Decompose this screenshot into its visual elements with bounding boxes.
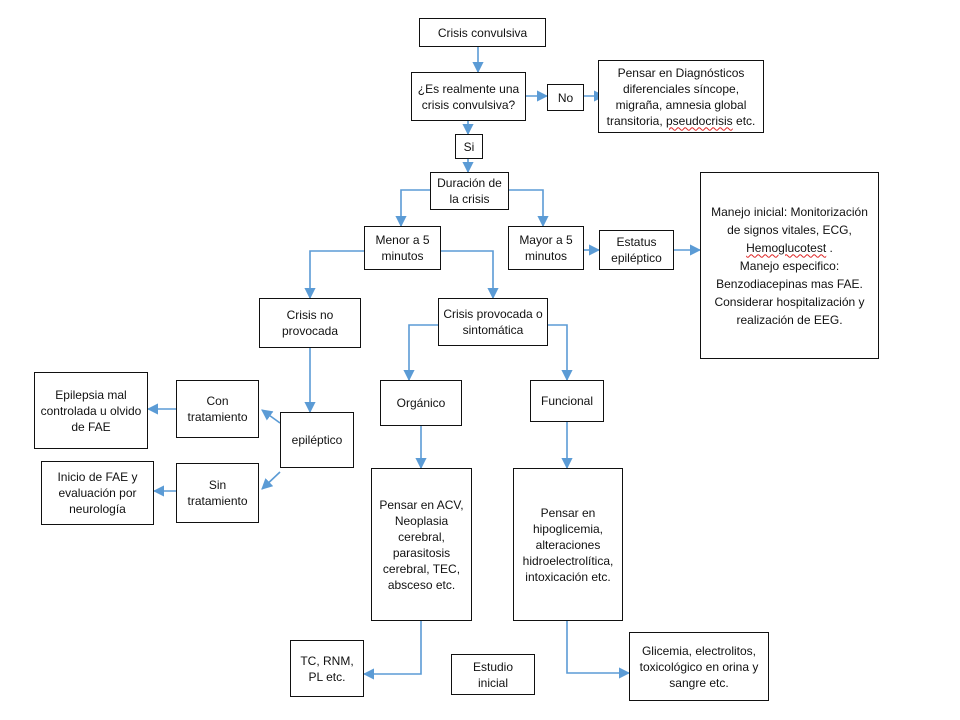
sin-tratamiento-box: Sin tratamiento bbox=[176, 463, 259, 523]
arrow-epileptico-to-sin-tratamiento bbox=[261, 471, 281, 490]
pensar-diagnosticos-box: Pensar en Diagnósticos diferenciales sín… bbox=[598, 60, 764, 133]
es-realmente-crisis-box: ¿Es realmente una crisis convulsiva? bbox=[411, 72, 526, 121]
pensar-acv-box: Pensar en ACV, Neoplasia cerebral, paras… bbox=[371, 468, 472, 621]
pensar-diagnosticos-text: Pensar en Diagnósticos diferenciales sín… bbox=[606, 65, 756, 128]
si-box: Si bbox=[455, 134, 483, 159]
estudio-inicial-box: Estudio inicial bbox=[451, 654, 535, 695]
arrow-pensar-acv-to-tc bbox=[362, 621, 422, 680]
arrow-duracion-to-menor bbox=[395, 189, 430, 228]
tc-rnm-pl-box: TC, RNM, PL etc. bbox=[290, 640, 364, 697]
organico-box: Orgánico bbox=[380, 380, 462, 426]
funcional-box: Funcional bbox=[530, 380, 604, 422]
arrow-menor-to-provocada bbox=[441, 250, 499, 300]
arrow-provocada-to-funcional bbox=[548, 324, 573, 382]
arrow-epileptico-to-con-tratamiento bbox=[261, 409, 281, 424]
arrow-duracion-to-mayor bbox=[509, 189, 549, 228]
pensar-hipoglicemia-box: Pensar en hipoglicemia, alteraciones hid… bbox=[513, 468, 623, 621]
epileptico-box: epiléptico bbox=[280, 412, 354, 468]
glicemia-electrolitos-box: Glicemia, electrolitos, toxicológico en … bbox=[629, 632, 769, 701]
crisis-no-provocada-box: Crisis no provocada bbox=[259, 298, 361, 348]
manejo-box: Manejo inicial: Monitorización de signos… bbox=[700, 172, 879, 359]
arrow-pensar-hipo-to-glicemia bbox=[566, 621, 631, 679]
crisis-convulsiva-box: Crisis convulsiva bbox=[419, 18, 546, 47]
menor-5-minutos-box: Menor a 5 minutos bbox=[364, 226, 441, 270]
crisis-provocada-box: Crisis provocada o sintomática bbox=[438, 298, 548, 346]
arrow-provocada-to-organico bbox=[403, 324, 438, 382]
duracion-crisis-box: Duración de la crisis bbox=[430, 172, 509, 210]
no-box: No bbox=[547, 84, 584, 111]
mayor-5-minutos-box: Mayor a 5 minutos bbox=[508, 226, 584, 270]
epilepsia-mal-controlada-box: Epilepsia mal controlada u olvido de FAE bbox=[34, 372, 148, 449]
manejo-text: Manejo inicial: Monitorización de signos… bbox=[711, 204, 868, 327]
estatus-epileptico-box: Estatus epiléptico bbox=[599, 230, 674, 270]
arrow-menor-to-no-provocada bbox=[304, 250, 364, 300]
con-tratamiento-box: Con tratamiento bbox=[176, 380, 259, 438]
inicio-fae-box: Inicio de FAE y evaluación por neurologí… bbox=[41, 461, 154, 525]
